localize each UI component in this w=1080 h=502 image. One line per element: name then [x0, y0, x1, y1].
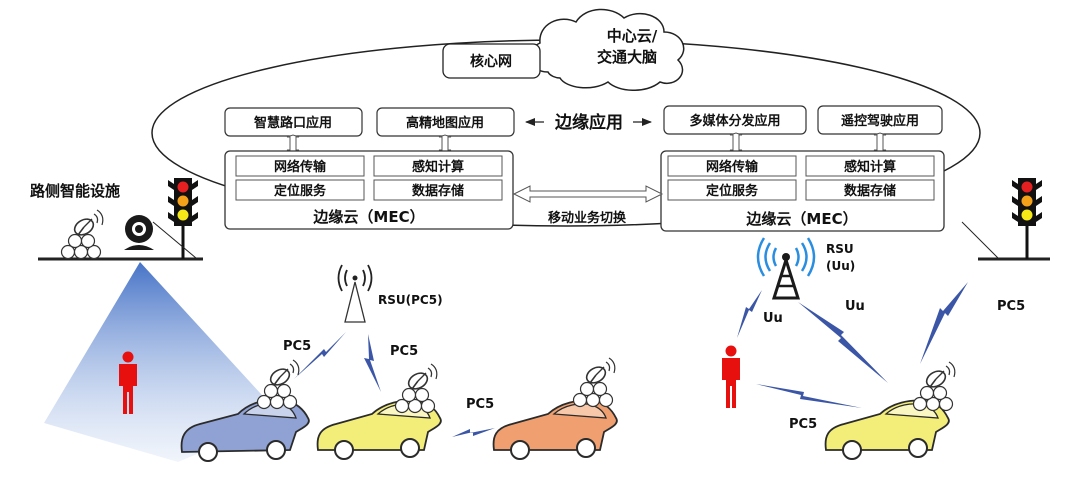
edge-app-multimedia: 多媒体分发应用	[663, 105, 807, 135]
car-yellow-2-dish-icon	[912, 361, 956, 412]
cloud-label-1: 中心云/	[607, 27, 658, 45]
edge-app-hd-map: 高精地图应用	[376, 107, 515, 137]
mec-left: 网络传输 感知计算 定位服务 数据存储 边缘云（MEC）	[224, 150, 514, 230]
uu-label-1: Uu	[763, 311, 783, 326]
traffic-light-left-icon	[168, 178, 198, 259]
pc5-link-car2-to-car3	[452, 428, 495, 437]
pc5-link-person-to-car4	[756, 384, 862, 408]
edge-app-smart-intersection: 智慧路口应用	[224, 107, 363, 137]
wireless-links	[294, 282, 968, 437]
pc5-link-rsu-to-car1	[294, 332, 346, 379]
rsu-uu-tower-icon	[756, 237, 816, 300]
handover-label: 移动业务切换	[548, 210, 627, 226]
mec-right: 网络传输 感知计算 定位服务 数据存储 边缘云（MEC）	[660, 150, 945, 232]
edge-apps-title: 边缘应用	[554, 112, 623, 133]
ellipse-to-left-road-line	[152, 221, 197, 259]
svg-text:遥控驾驶应用: 遥控驾驶应用	[841, 113, 919, 129]
mec-left-title: 边缘云（MEC）	[312, 208, 424, 226]
mec-left-module-storage: 数据存储	[412, 183, 464, 199]
core-network-label: 核心网	[470, 53, 512, 70]
car-yellow-1-dish-icon	[394, 363, 438, 414]
car-yellow-2	[824, 399, 950, 460]
camera-sensing-cone	[44, 262, 283, 462]
edge-app-remote-driving: 遥控驾驶应用	[817, 105, 943, 135]
pc5-label-2: PC5	[390, 344, 418, 359]
uu-link-rsu-to-person	[737, 290, 762, 338]
car-blue-dish-icon	[256, 359, 300, 410]
mec-left-module-network: 网络传输	[274, 159, 327, 175]
pc5-link-rsu-to-car2	[364, 334, 381, 392]
uu-label-2: Uu	[845, 299, 865, 314]
mec-right-module-storage: 数据存储	[844, 183, 896, 199]
app-mec-connectors	[286, 132, 887, 153]
svg-text:多媒体分发应用: 多媒体分发应用	[689, 113, 780, 129]
mec-right-module-positioning: 定位服务	[705, 183, 759, 199]
traffic-light-right-icon	[1012, 178, 1042, 259]
car-orange	[492, 399, 618, 460]
pc5-label-3: PC5	[466, 397, 494, 412]
rsu-uu-label-2: (Uu)	[826, 259, 855, 273]
svg-text:高精地图应用: 高精地图应用	[406, 115, 484, 131]
mec-right-title: 边缘云（MEC）	[745, 210, 857, 228]
mec-right-module-sensing: 感知计算	[844, 159, 896, 175]
mec-left-module-positioning: 定位服务	[273, 183, 327, 199]
mec-left-module-sensing: 感知计算	[412, 159, 464, 175]
central-cloud: 中心云/ 交通大脑	[529, 8, 685, 91]
pc5-label-5: PC5	[789, 417, 817, 432]
pc5-link-light-to-car4	[920, 282, 968, 364]
cloud-label-2: 交通大脑	[597, 48, 657, 66]
pedestrian-right-icon	[722, 345, 740, 408]
roadside-camera-icon	[124, 215, 154, 250]
core-network-box: 核心网	[442, 43, 541, 79]
rsu-uu-label-1: RSU	[826, 242, 854, 256]
svg-text:智慧路口应用: 智慧路口应用	[254, 115, 332, 131]
roadside-label: 路侧智能设施	[30, 182, 120, 200]
rsu-pc5-tower-icon	[337, 264, 373, 323]
pc5-label-1: PC5	[283, 339, 311, 354]
mec-right-module-network: 网络传输	[706, 159, 759, 175]
ellipse-to-right-road-line	[961, 221, 999, 259]
rsu-pc5-label: RSU(PC5)	[378, 293, 443, 307]
pc5-label-4: PC5	[997, 299, 1025, 314]
handover-arrow	[512, 185, 664, 203]
car-orange-dish-icon	[572, 357, 616, 408]
uu-link-rsu-to-car4	[798, 302, 888, 383]
roadside-dish-icon	[60, 209, 104, 260]
